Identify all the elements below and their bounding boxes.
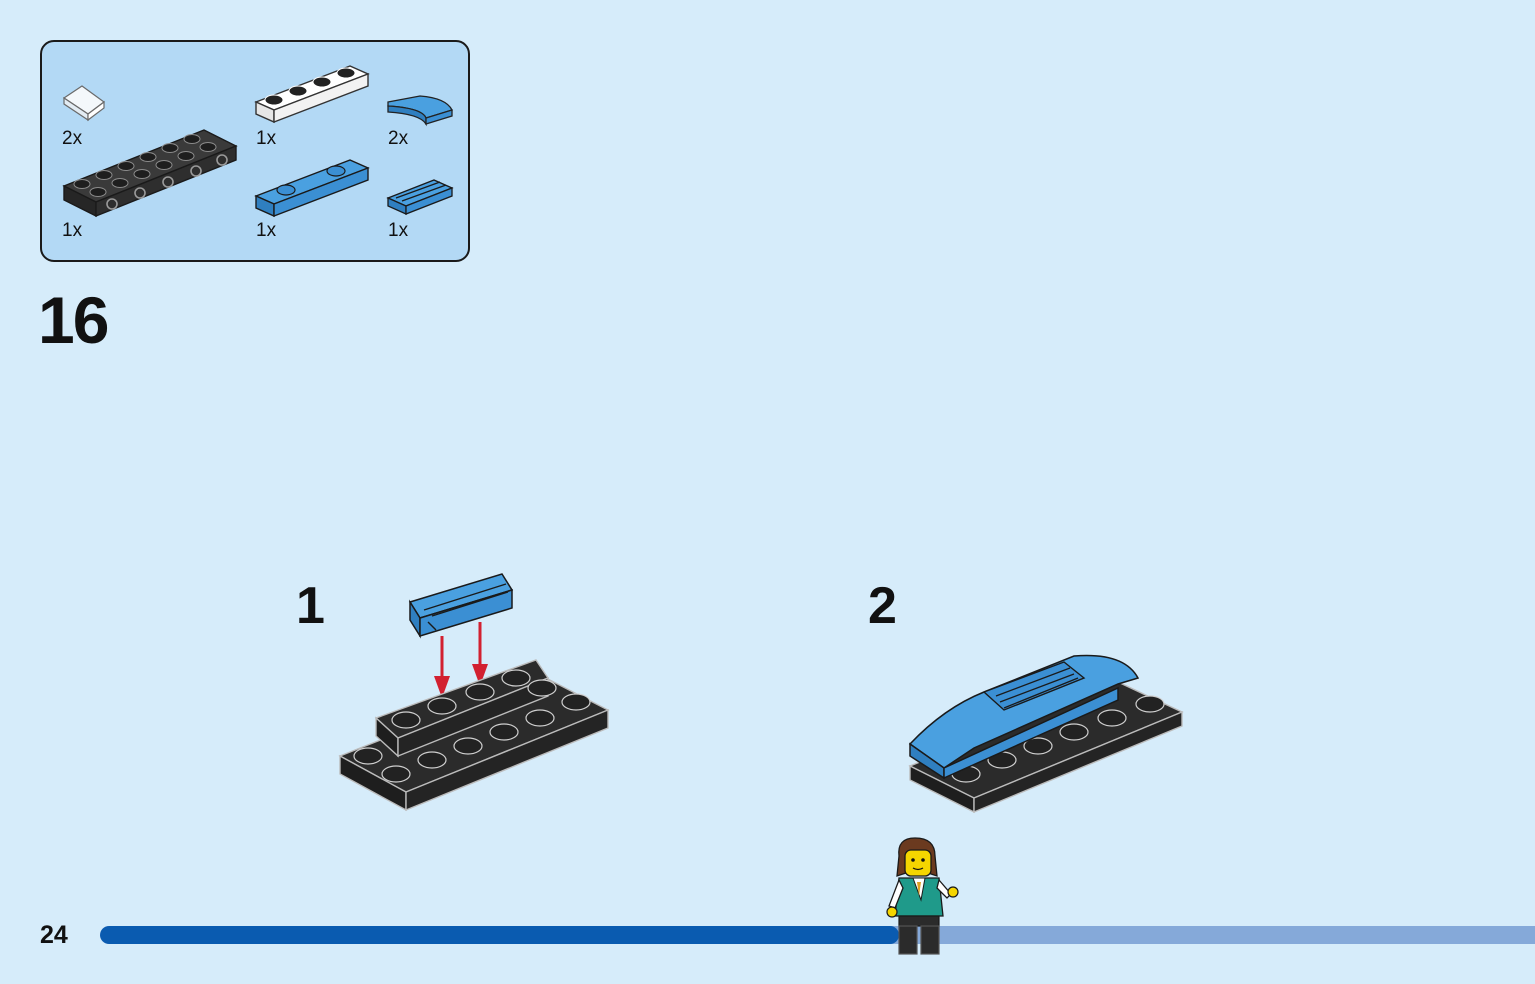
blue-jumper-plate-icon — [254, 156, 370, 222]
transparent-slope-icon — [60, 82, 106, 122]
substep-2-assembly — [904, 648, 1186, 821]
qty-label: 1x — [388, 220, 409, 241]
substep-1-assembly — [336, 570, 616, 821]
qty-label: 2x — [62, 128, 83, 149]
blue-grille-tile — [408, 573, 514, 639]
blue-curved-slope-icon — [386, 94, 454, 128]
progress-fill — [100, 926, 900, 944]
parts-callout: 2x 1x 2x — [40, 40, 470, 262]
qty-label: 2x — [388, 128, 409, 149]
progress-bar — [100, 926, 1535, 944]
white-plate-icon — [254, 62, 370, 128]
substep-number: 1 — [296, 577, 325, 635]
blue-grille-tile-icon — [386, 176, 454, 220]
page-number: 24 — [40, 921, 68, 949]
minifigure-icon — [885, 836, 965, 963]
black-plate-icon — [62, 126, 238, 222]
qty-label: 1x — [256, 220, 277, 241]
step-number: 16 — [38, 283, 109, 357]
qty-label: 1x — [256, 128, 277, 149]
substep-number: 2 — [868, 577, 897, 635]
qty-label: 1x — [62, 220, 83, 241]
